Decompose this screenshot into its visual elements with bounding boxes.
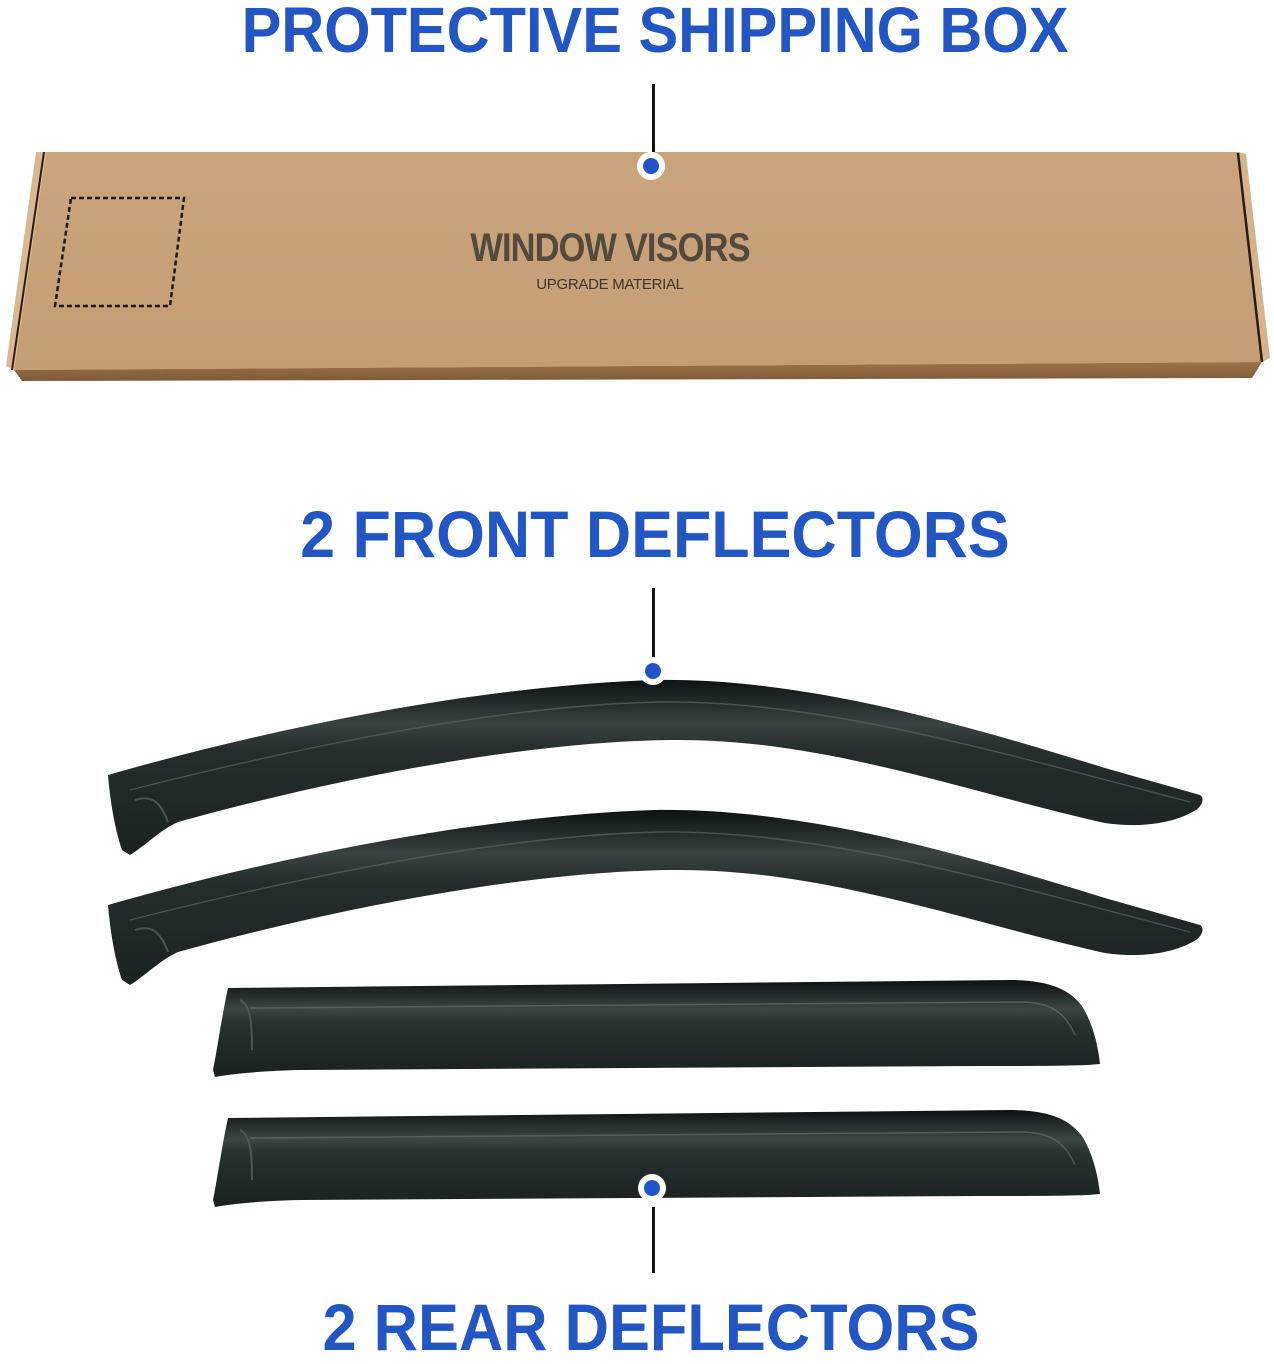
shipping-box-image <box>0 140 1274 400</box>
label-protective-shipping-box: PROTECTIVE SHIPPING BOX <box>241 0 1069 66</box>
box-print-title: WINDOW VISORS <box>470 226 750 270</box>
front-deflector-1 <box>108 679 1203 855</box>
label-rear-deflectors: 2 REAR DEFLECTORS <box>322 1290 980 1364</box>
label-front-deflectors: 2 FRONT DEFLECTORS <box>300 497 1010 571</box>
callout-line-front <box>652 588 655 660</box>
callout-line-rear <box>652 1207 655 1273</box>
rear-deflector-2 <box>213 1110 1100 1207</box>
callout-dot-icon <box>638 1174 666 1202</box>
callout-dot-icon <box>637 152 665 180</box>
rear-deflector-1 <box>213 980 1100 1077</box>
callout-dot-icon <box>639 657 667 685</box>
deflectors-image <box>0 650 1274 1230</box>
callout-line-box <box>652 84 655 156</box>
visor-set-graphic <box>108 679 1203 1207</box>
box-print-subtitle: UPGRADE MATERIAL <box>536 276 684 293</box>
front-deflector-2 <box>108 809 1203 985</box>
cardboard-box-graphic <box>6 151 1270 381</box>
